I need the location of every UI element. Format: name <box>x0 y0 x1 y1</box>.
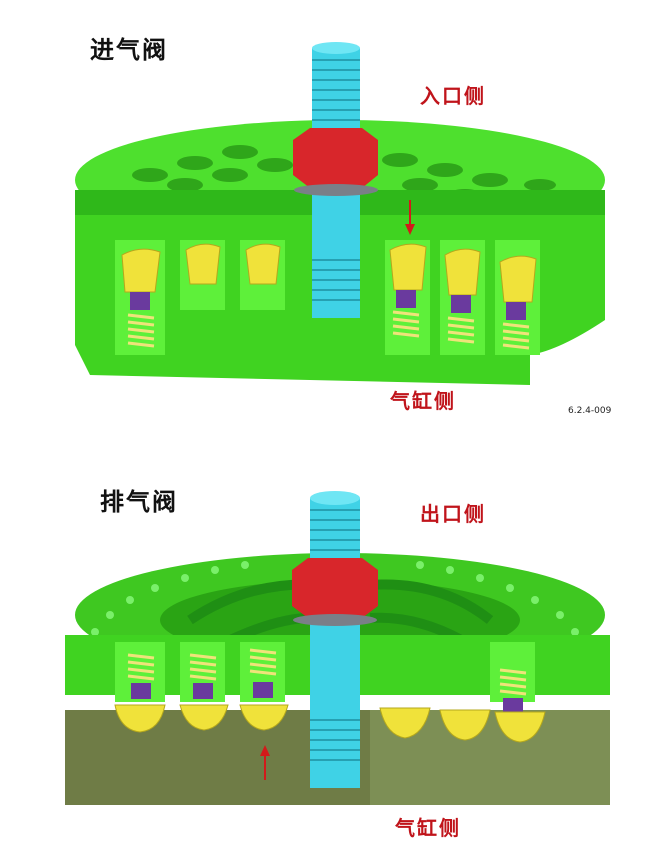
flow-arrow <box>260 745 270 780</box>
intake-valve-panel: 进气阀 入口侧 气缸侧 6.2.4-009 <box>0 0 650 420</box>
exhaust-valve-illustration <box>65 491 610 805</box>
valve-springs <box>127 648 527 696</box>
exhaust-valve-title: 排气阀 <box>100 487 178 516</box>
valve-plates <box>114 704 546 743</box>
center-nut <box>293 128 378 188</box>
intake-valve-illustration <box>75 42 605 385</box>
center-nut <box>292 558 378 618</box>
cylinder-side-label-bottom: 气缸侧 <box>395 816 461 840</box>
exhaust-valve-panel: 排气阀 出口侧 气缸侧 <box>0 420 650 840</box>
valve-springs <box>127 310 530 350</box>
valve-plates <box>121 243 537 303</box>
inlet-side-label: 入口侧 <box>420 84 486 108</box>
valve-rim-holes <box>91 561 579 636</box>
flow-arrow <box>405 200 415 235</box>
center-bolt <box>310 498 360 788</box>
figure-code: 6.2.4-009 <box>568 406 612 416</box>
outlet-side-label: 出口侧 <box>420 502 486 526</box>
intake-valve-title: 进气阀 <box>90 35 168 64</box>
spring-retainers <box>130 290 526 320</box>
cylinder-side-label-top: 气缸侧 <box>390 389 456 413</box>
spring-retainers <box>131 682 523 712</box>
